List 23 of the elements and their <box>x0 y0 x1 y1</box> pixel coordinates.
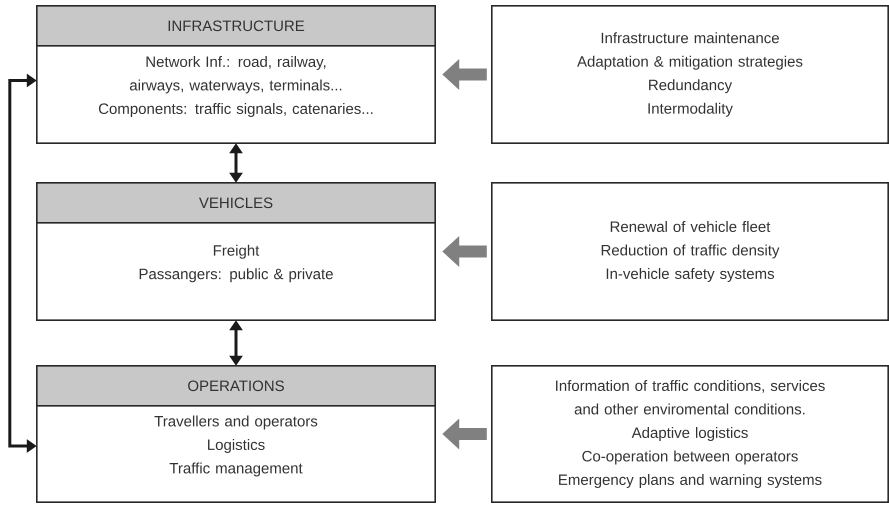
node-label: Co-operation between operators <box>582 450 798 464</box>
node-label: Intermodality <box>648 102 733 117</box>
heading: VEHICLES <box>198 197 272 208</box>
heading: OPERATIONS <box>188 380 284 392</box>
node-label: Infrastructure maintenance <box>602 32 779 44</box>
item-list: Renewal of vehicle fleet Reduction of traffic density In-vehicle safety systems <box>602 221 780 282</box>
category-box <box>36 182 436 321</box>
category-box <box>491 5 889 144</box>
node-label: Adaptive logistics <box>632 427 748 441</box>
node-label: Emergency plans and warning systems <box>559 474 822 488</box>
node-label: Information of traffic conditions, services and other enviromental conditions. <box>556 380 825 415</box>
item-list: Infrastructure maintenance Adaptation & mitigation strategies Redundancy Intermodality <box>577 32 802 117</box>
node-label: Redundancy <box>649 79 732 94</box>
category-box <box>491 182 889 321</box>
item-list: Information of traffic conditions, services and other enviromental conditions. Adaptive logistics Co-operation between operators Emergency plans and warning systems <box>556 380 825 488</box>
category-box <box>36 365 436 503</box>
heading: INFRASTRUCTURE <box>168 20 304 32</box>
node-label: Adaptation & mitigation strategies <box>577 56 802 70</box>
item-list: Travellers and operators Logistics Traffic management <box>154 416 318 476</box>
item-list: Network Inf.: road, railway, airways, waterways, terminals... Components: traffic signals, catenaries... <box>98 56 372 117</box>
category-box <box>491 365 889 503</box>
category-box <box>36 5 436 144</box>
item-list: Freight Passangers: public & private <box>140 244 333 282</box>
